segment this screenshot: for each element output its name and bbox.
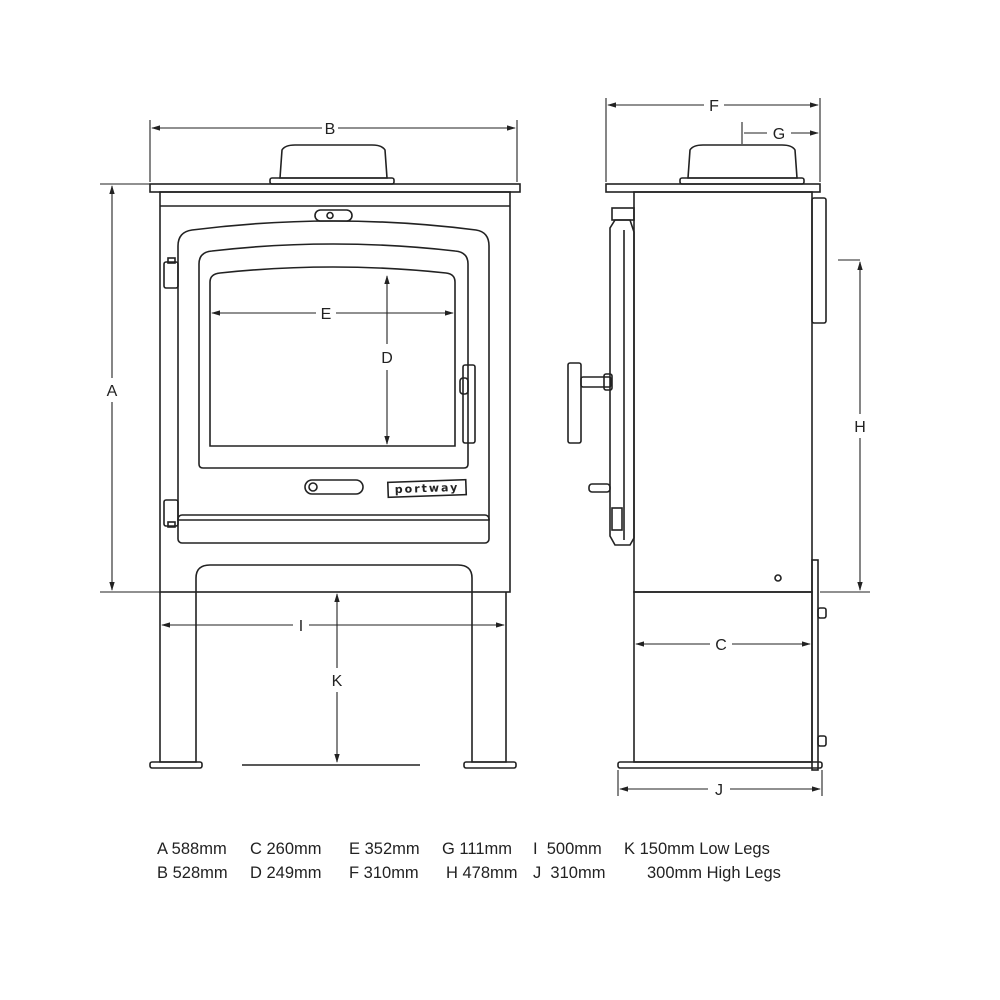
front-stand	[159, 564, 507, 763]
front-flue-base	[269, 177, 395, 185]
front-top-plate	[149, 183, 521, 193]
dimension-lines	[100, 98, 870, 796]
label-e: E	[321, 306, 332, 323]
label-k: K	[332, 673, 343, 690]
brand-logo-text: portway	[395, 481, 460, 496]
label-h: H	[854, 419, 866, 436]
dimension-legend: A 588mm C 260mm E 352mm G 111mm I 500mm …	[157, 840, 857, 888]
side-door	[609, 219, 635, 546]
side-body	[633, 191, 813, 593]
legend-row-2: B 528mm D 249mm F 310mm H 478mm J 310mm …	[157, 864, 857, 888]
legend-item: E 352mm	[349, 840, 420, 858]
side-stand	[633, 591, 813, 763]
ashpan-lip	[177, 514, 490, 544]
label-f: F	[709, 98, 719, 115]
legend-item: 300mm High Legs	[647, 864, 781, 882]
rear-flue-spigot	[811, 197, 827, 324]
legend-item: F 310mm	[349, 864, 419, 882]
legend-item: A 588mm	[157, 840, 227, 858]
legend-item: G 111mm	[442, 840, 512, 858]
lower-hinge	[163, 499, 179, 527]
legend-item: H 478mm	[446, 864, 518, 882]
side-door-handle	[567, 362, 582, 444]
label-a: A	[107, 383, 118, 400]
legend-item: B 528mm	[157, 864, 228, 882]
label-b: B	[325, 121, 336, 138]
legend-item: D 249mm	[250, 864, 322, 882]
side-foot	[617, 761, 823, 769]
legend-item: K 150mm Low Legs	[624, 840, 770, 858]
side-top-plate	[605, 183, 821, 193]
legend-row-1: A 588mm C 260mm E 352mm G 111mm I 500mm …	[157, 840, 857, 864]
door-glass	[209, 266, 456, 447]
front-flue-collar	[279, 144, 388, 179]
side-flue-collar	[687, 144, 798, 179]
stove-door	[177, 220, 490, 521]
door-glass-frame	[198, 243, 469, 469]
legend-item: C 260mm	[250, 840, 322, 858]
label-c: C	[715, 637, 727, 654]
label-i: I	[299, 618, 303, 635]
primary-air-slider	[304, 479, 364, 495]
right-foot	[463, 761, 517, 769]
legend-item: I 500mm	[533, 840, 602, 858]
side-view	[567, 144, 827, 771]
rear-bracket	[811, 559, 819, 771]
front-body	[159, 191, 511, 593]
upper-hinge	[163, 261, 179, 289]
door-handle	[462, 364, 476, 444]
left-foot	[149, 761, 203, 769]
front-view	[149, 144, 521, 769]
label-j: J	[715, 782, 723, 799]
legend-item: J 310mm	[533, 864, 606, 882]
logo-plate	[386, 478, 468, 499]
side-flue-base	[679, 177, 805, 185]
dimension-labels: B A E D I K F G H C J	[107, 98, 866, 799]
label-g: G	[773, 126, 785, 143]
label-d: D	[381, 350, 393, 367]
